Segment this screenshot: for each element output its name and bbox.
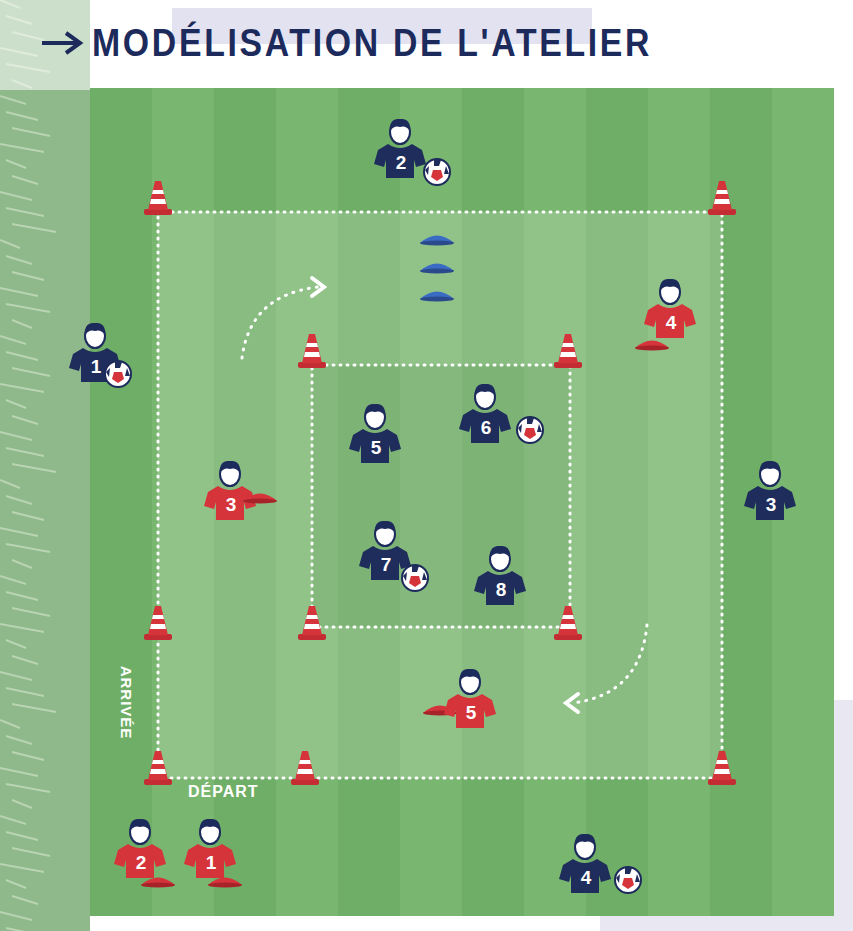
player-number: 1	[206, 853, 217, 872]
player-number: 8	[496, 580, 507, 599]
player-number: 5	[371, 438, 382, 457]
player-number: 4	[666, 313, 677, 332]
finish-label: ARRIVÉE	[120, 665, 135, 739]
title: MODÉLISATION DE L'ATELIER	[92, 24, 652, 62]
player-number: 6	[481, 418, 492, 437]
player-number: 3	[766, 495, 777, 514]
player-number: 1	[91, 357, 102, 376]
player-number: 2	[136, 853, 147, 872]
player-number: 5	[466, 703, 477, 722]
player-number: 4	[581, 868, 592, 887]
player-number: 2	[396, 153, 407, 172]
player-number: 3	[226, 495, 237, 514]
start-label: DÉPART	[188, 784, 259, 800]
player-number: 7	[381, 555, 392, 574]
